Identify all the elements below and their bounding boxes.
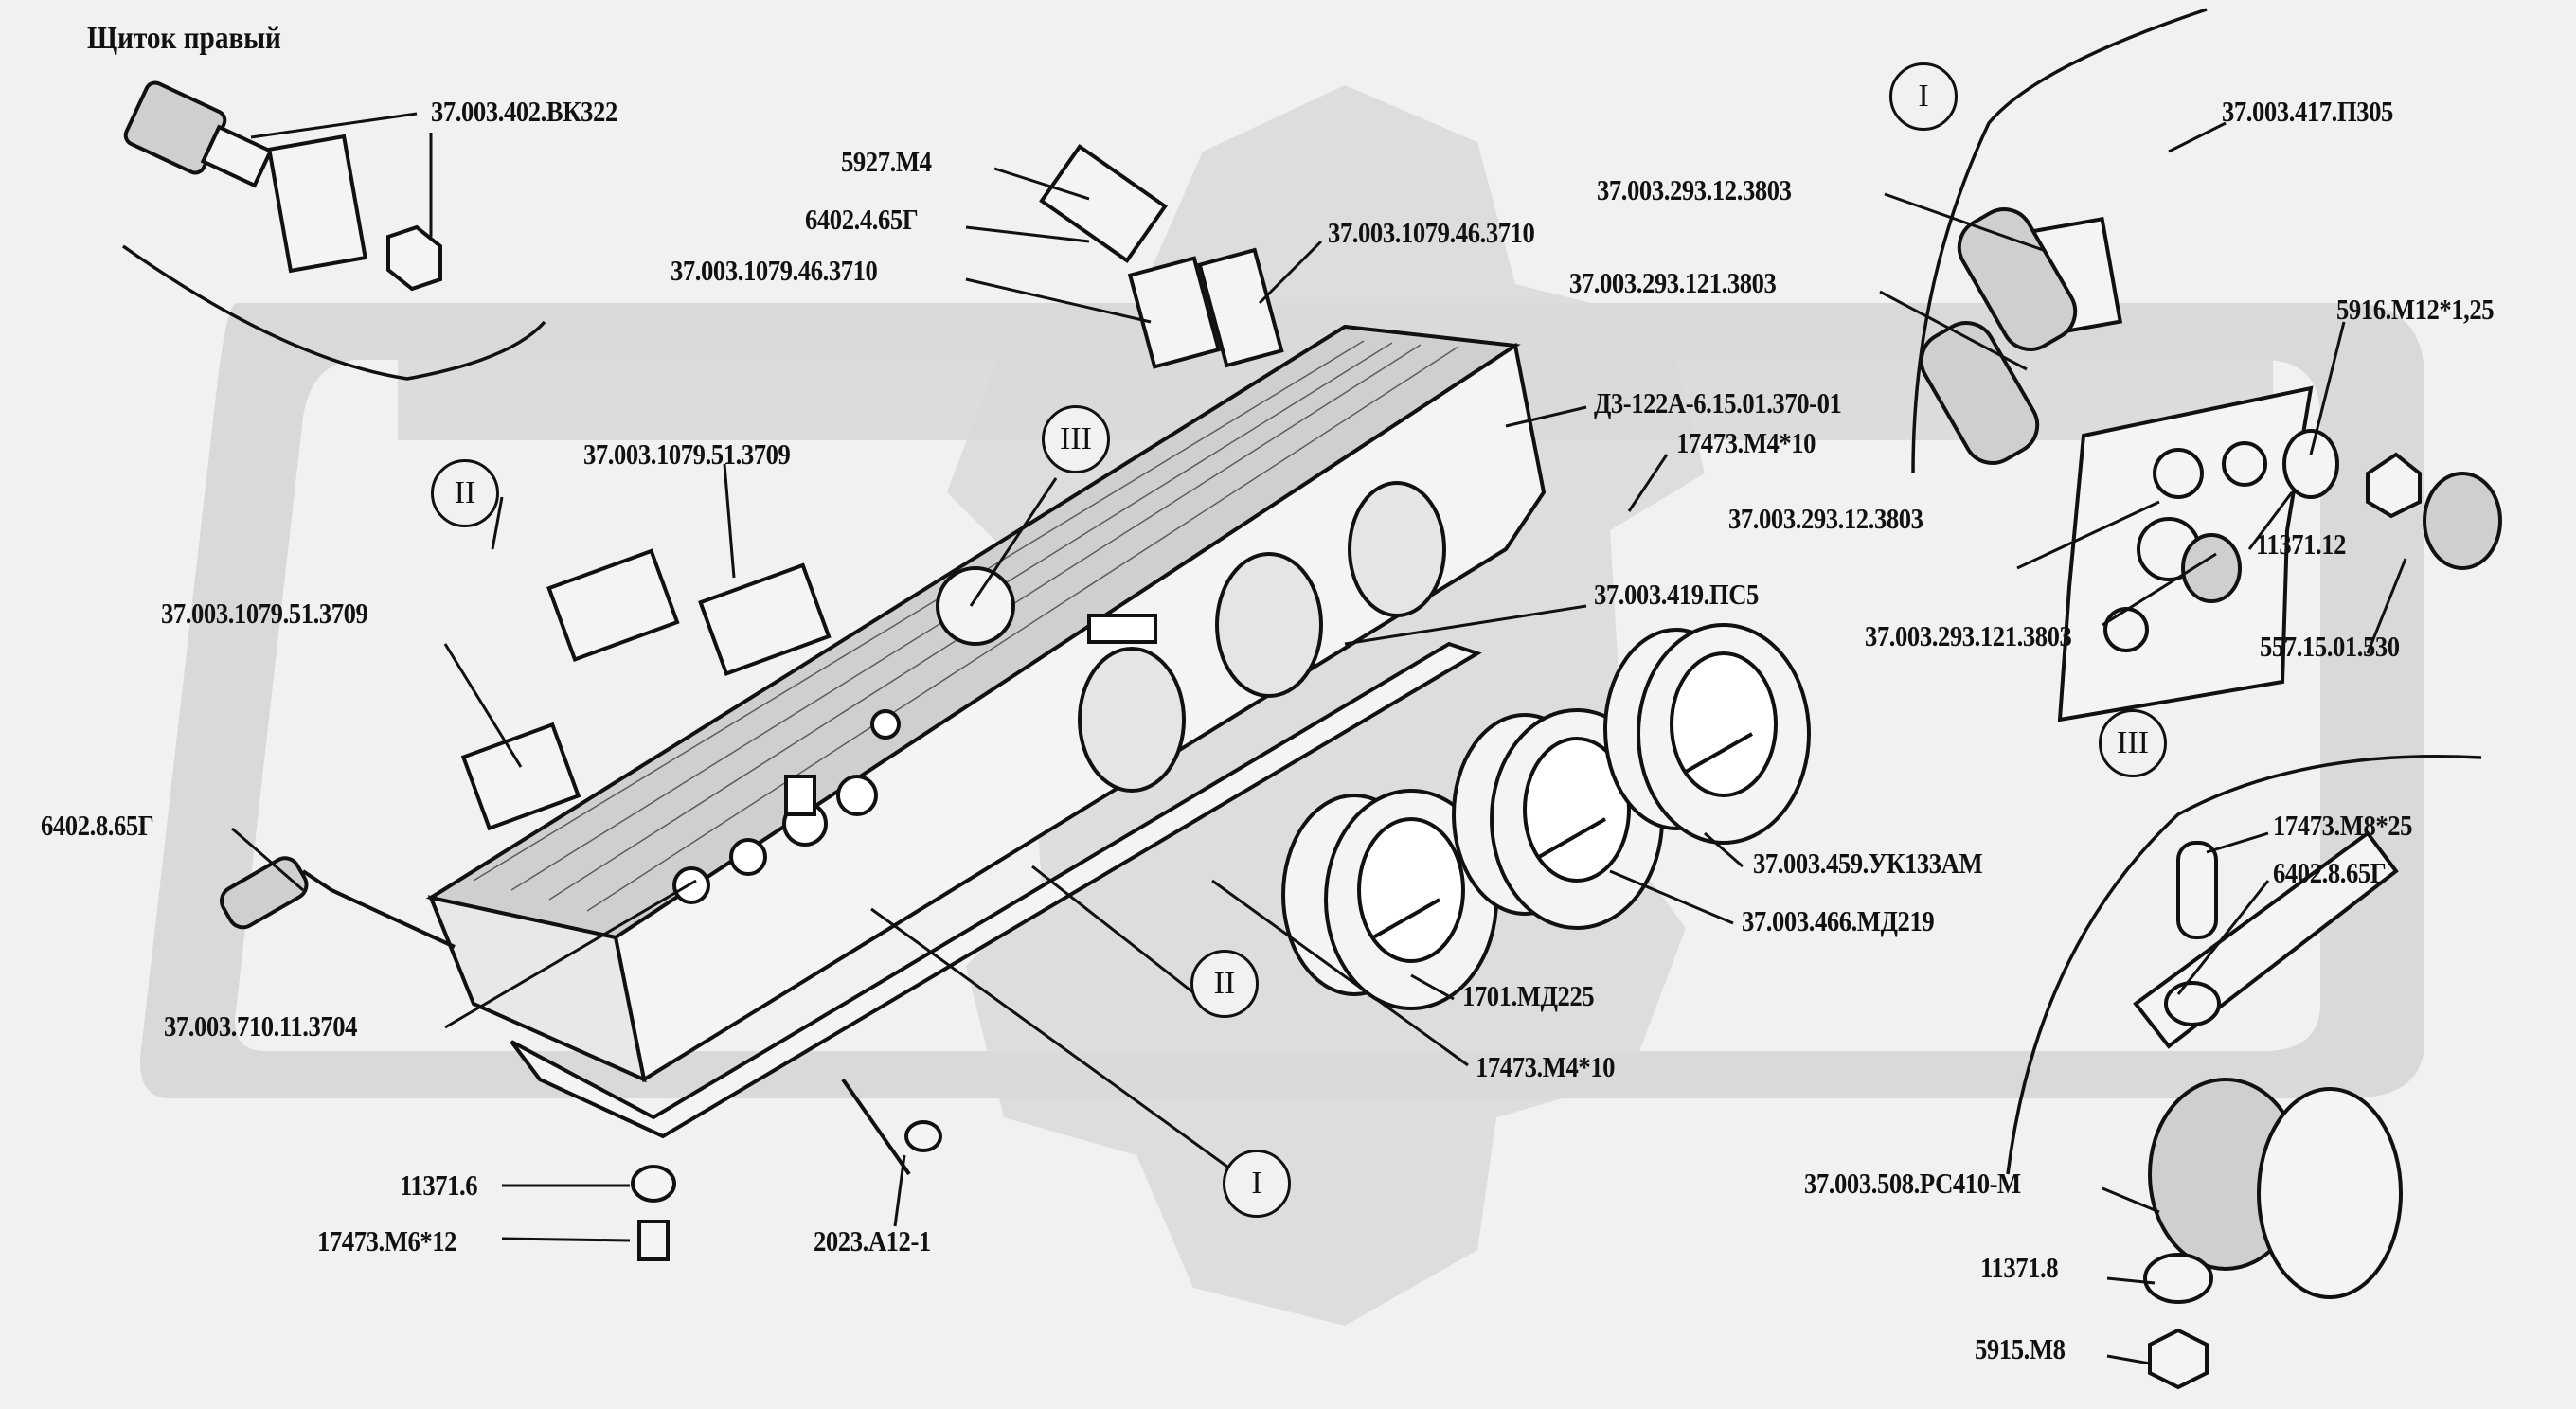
label-switch-1079-46-right: 37.003.1079.46.3710 <box>1328 216 1535 249</box>
fuse-panel-right <box>1919 207 2502 722</box>
label-washer-6402-8-65g-right: 6402.8.65Г <box>2273 856 2387 889</box>
label-washer-6402-8-65g-left: 6402.8.65Г <box>41 809 154 842</box>
detail-III-boundary <box>2006 755 2482 1175</box>
switches-1079-51 <box>460 548 832 831</box>
label-d3-122a: Д3-122А-6.15.01.370-01 <box>1594 386 1842 419</box>
label-a12-1: 2023.А12-1 <box>814 1224 931 1257</box>
label-washer-6402-4-65g: 6402.4.65Г <box>805 203 919 236</box>
label-p305: 37.003.417.П305 <box>2222 95 2393 128</box>
label-washer-11371-12: 11371.12 <box>2256 527 2347 561</box>
label-nut-5916: 5916.М12*1,25 <box>2336 293 2495 326</box>
label-ps5: 37.003.419.ПС5 <box>1594 578 1759 611</box>
callout-I-upper: I <box>1889 62 1958 131</box>
label-panel-710: 37.003.710.11.3704 <box>164 1009 358 1043</box>
label-switch-1079-51-top: 37.003.1079.51.3709 <box>583 437 791 471</box>
detached-parts <box>123 80 2502 1390</box>
label-switch-1079-51-left: 37.003.1079.51.3709 <box>161 597 368 630</box>
gauge-uk133am <box>1603 623 1811 845</box>
switch-vk322-part <box>123 80 442 292</box>
callout-I-lower: I <box>1223 1150 1291 1218</box>
bottom-bracket <box>510 641 1482 1139</box>
label-lamp-293-12-mid: 37.003.293.12.3803 <box>1728 502 1923 535</box>
label-screw-m4x10-bottom: 17473.М4*10 <box>1476 1050 1616 1083</box>
gauge-md219 <box>1452 708 1664 930</box>
gauge-hole-2 <box>1215 552 1323 698</box>
callout-III-upper: III <box>1042 405 1110 473</box>
relay-rs410m <box>2133 830 2403 1390</box>
label-screw-m4x10-top: 17473.М4*10 <box>1676 426 1816 459</box>
gauge-md225 <box>1281 789 1498 1010</box>
callout-II-upper: II <box>431 459 499 527</box>
label-bolt-m8x25: 17473.М8*25 <box>2273 809 2413 842</box>
label-nut-5915-m8: 5915.М8 <box>1975 1332 2066 1365</box>
leader-lines <box>231 112 2407 1365</box>
label-md219: 37.003.466.МД219 <box>1742 904 1935 937</box>
label-lamp-293-12: 37.003.293.12.3803 <box>1597 173 1792 206</box>
label-washer-11371-6: 11371.6 <box>400 1168 478 1202</box>
label-lamp-293-121: 37.003.293.121.3803 <box>1569 266 1777 299</box>
label-switch-vk322: 37.003.402.ВК322 <box>431 95 617 128</box>
label-switch-1079-46-left: 37.003.1079.46.3710 <box>671 254 878 287</box>
label-knob-557: 557.15.01.530 <box>2260 630 2400 663</box>
detail-II-boundary <box>121 244 546 381</box>
label-uk133am: 37.003.459.УК133АМ <box>1753 847 1983 880</box>
label-rs410m: 37.003.508.РС410-М <box>1804 1167 2021 1200</box>
label-md225: 1701.МД225 <box>1462 979 1595 1012</box>
label-washer-11371-8: 11371.8 <box>1980 1251 2059 1284</box>
label-nut-5927-m4: 5927.М4 <box>841 145 932 178</box>
gauge-hole-3 <box>1348 481 1446 617</box>
callout-III-right: III <box>2099 709 2167 777</box>
gauges <box>1281 623 1811 1010</box>
label-lamp-293-121-lower: 37.003.293.121.3803 <box>1865 619 2072 652</box>
page-title: Щиток правый <box>87 21 281 56</box>
label-bolt-m6x12: 17473.М6*12 <box>317 1224 457 1257</box>
callout-II-lower: II <box>1190 950 1259 1018</box>
detail-boundary-lines <box>121 8 2482 1175</box>
detail-I-boundary <box>1911 8 2208 474</box>
gauge-hole-1 <box>1078 647 1186 793</box>
bottom-fasteners <box>220 856 942 1261</box>
instrument-panel-housing <box>425 324 1547 1139</box>
